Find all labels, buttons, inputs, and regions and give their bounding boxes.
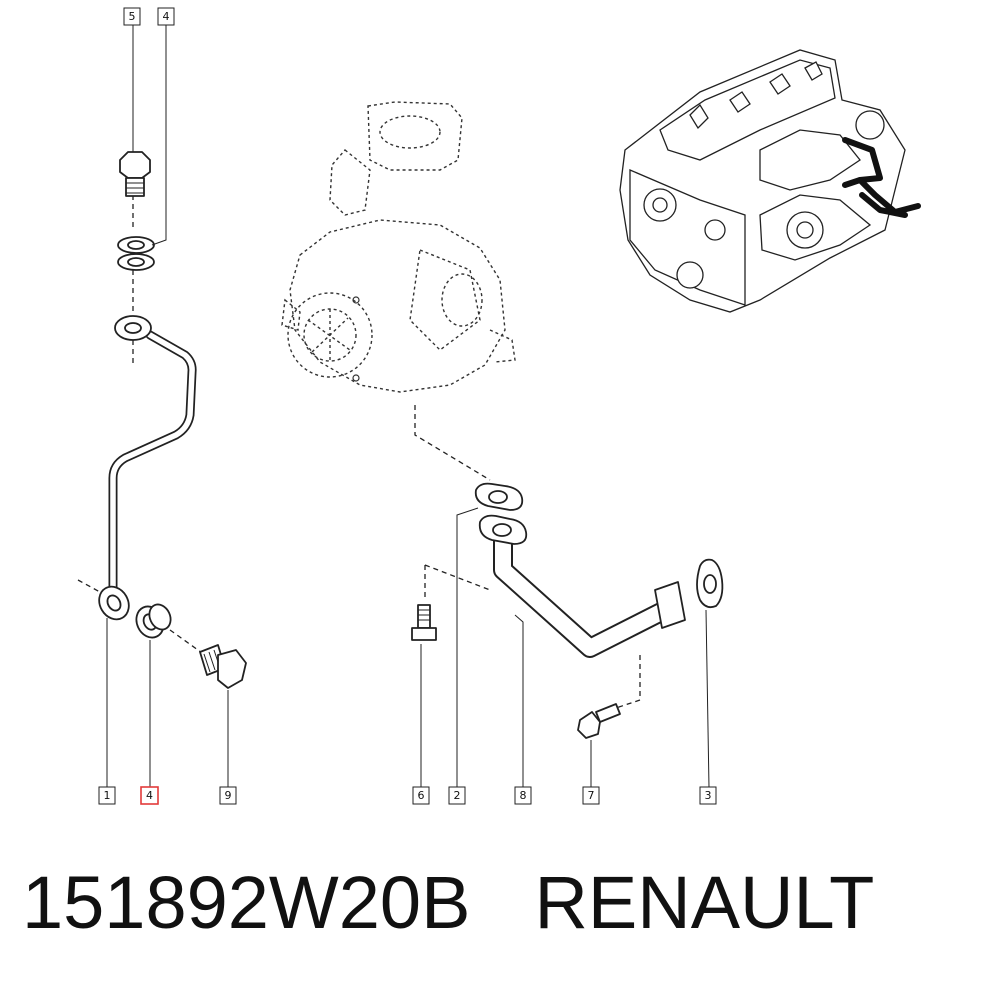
callout-2-label: 2 — [454, 789, 461, 802]
part-4-seal-washer-upper — [117, 236, 155, 271]
callout-4-bottom-highlighted: 4 — [140, 786, 159, 805]
part-9-banjo-bolt — [199, 644, 247, 689]
callout-4-top: 4 — [157, 7, 175, 26]
callout-1: 1 — [98, 786, 116, 805]
turbocharger-outline — [281, 101, 516, 393]
callout-3: 3 — [699, 786, 717, 805]
callout-2: 2 — [448, 786, 466, 805]
part-3-flange-gasket — [696, 558, 724, 609]
callout-9-label: 9 — [225, 789, 232, 802]
part-7-flange-bolt — [577, 703, 621, 739]
callout-9: 9 — [219, 786, 237, 805]
callout-1-label: 1 — [104, 789, 111, 802]
callout-5-top: 5 — [123, 7, 141, 26]
part-4-seal-washer-lower — [135, 603, 172, 639]
engine-assembly-thumbnail — [619, 49, 921, 313]
assembly-guide-lines — [77, 195, 641, 711]
callout-3-label: 3 — [705, 789, 712, 802]
callout-8: 8 — [514, 786, 532, 805]
callout-7: 7 — [582, 786, 600, 805]
part-8-exhaust-down-pipe — [478, 514, 686, 658]
part-caption: 151892W20B RENAULT — [22, 858, 874, 948]
callout-leader-lines — [106, 25, 710, 789]
part-5-banjo-bolt — [119, 151, 151, 197]
callout-4-label: 4 — [163, 10, 170, 23]
callout-8-label: 8 — [520, 789, 527, 802]
callout-7-label: 7 — [588, 789, 595, 802]
callout-6: 6 — [412, 786, 430, 805]
part-1-oil-feed-pipe — [98, 315, 197, 621]
callout-5-label: 5 — [129, 10, 136, 23]
callout-4-bottom-label: 4 — [146, 789, 153, 802]
part-6-stud-bolt — [411, 604, 437, 641]
callout-6-label: 6 — [418, 789, 425, 802]
part-number: 151892W20B — [22, 861, 471, 944]
brand-name: RENAULT — [534, 861, 875, 944]
part-2-gasket — [474, 482, 524, 511]
